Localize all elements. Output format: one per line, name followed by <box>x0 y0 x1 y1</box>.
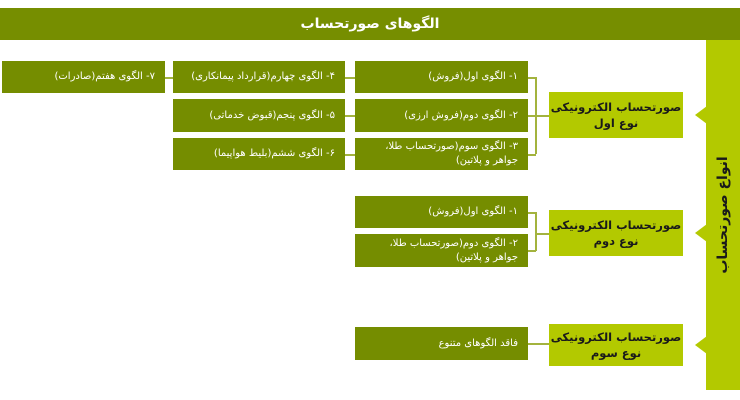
diagram-title-bar: الگوهای صورتحساب <box>0 8 740 40</box>
pattern-box-type1-3: ۳- الگوی سوم(صورتحساب طلا، جواهر و پلاتی… <box>355 138 528 170</box>
pattern-label: ۱- الگوی اول(فروش) <box>428 71 518 82</box>
type-2-title: صورتحساب الکترونیکی <box>550 218 682 232</box>
connector <box>528 77 536 79</box>
pattern-box-type1-2: ۲- الگوی دوم(فروش ارزی) <box>355 99 528 132</box>
type-box-2: صورتحساب الکترونیکی نوع دوم <box>549 210 683 256</box>
connector <box>345 154 355 156</box>
connector <box>528 343 549 345</box>
type-3-title: صورتحساب الکترونیکی <box>550 330 682 344</box>
type-box-1: صورتحساب الکترونیکی نوع اول <box>549 92 683 138</box>
pattern-label: ۵- الگوی پنجم(قبوض خدماتی) <box>209 109 335 121</box>
arrow-type-2 <box>695 224 707 242</box>
pattern-label: ۲- الگوی دوم(فروش ارزی) <box>404 109 518 121</box>
type-2-subtitle: نوع دوم <box>593 234 639 248</box>
connector <box>345 115 355 117</box>
pattern-box-type2-2: ۲- الگوی دوم(صورتحساب طلا، جواهر و پلاتی… <box>355 234 528 267</box>
connector <box>165 77 173 79</box>
pattern-label: ۶- الگوی ششم(بلیط هواپیما) <box>213 148 335 159</box>
type-1-title: صورتحساب الکترونیکی <box>550 100 682 114</box>
pattern-box-type1-1: ۱- الگوی اول(فروش) <box>355 61 528 93</box>
pattern-label: ۱- الگوی اول(فروش) <box>428 206 518 217</box>
arrow-type-3 <box>695 336 707 354</box>
type-1-subtitle: نوع اول <box>593 116 639 130</box>
connector <box>535 115 549 117</box>
connector <box>528 154 536 156</box>
connector <box>345 77 355 79</box>
pattern-label: ۳- الگوی سوم(صورتحساب طلا، جواهر و پلاتی… <box>385 141 518 166</box>
pattern-box-type3-1: فاقد الگوهای متنوع <box>355 327 528 360</box>
arrow-type-1 <box>695 106 707 124</box>
connector <box>535 233 549 235</box>
type-box-3: صورتحساب الکترونیکی نوع سوم <box>549 324 683 366</box>
pattern-box-type2-1: ۱- الگوی اول(فروش) <box>355 196 528 228</box>
pattern-label: ۲- الگوی دوم(صورتحساب طلا، جواهر و پلاتی… <box>389 237 519 263</box>
connector <box>528 212 536 214</box>
pattern-label: ۷- الگوی هفتم(صادرات) <box>54 71 155 82</box>
connector <box>535 212 537 251</box>
pattern-label: ۴- الگوی چهارم(قرارداد پیمانکاری) <box>191 71 335 82</box>
connector <box>528 250 536 252</box>
pattern-label: فاقد الگوهای متنوع <box>438 337 518 349</box>
pattern-box-type1-5: ۵- الگوی پنجم(قبوض خدماتی) <box>173 99 345 132</box>
type-3-subtitle: نوع سوم <box>590 346 642 360</box>
pattern-box-type1-6: ۶- الگوی ششم(بلیط هواپیما) <box>173 138 345 170</box>
pattern-box-type1-7: ۷- الگوی هفتم(صادرات) <box>2 61 165 93</box>
connector <box>528 115 536 117</box>
invoice-types-label: انواع صورتحساب <box>715 156 731 274</box>
pattern-box-type1-4: ۴- الگوی چهارم(قرارداد پیمانکاری) <box>173 61 345 93</box>
diagram-title: الگوهای صورتحساب <box>300 16 440 32</box>
invoice-types-bar: انواع صورتحساب <box>706 40 740 390</box>
